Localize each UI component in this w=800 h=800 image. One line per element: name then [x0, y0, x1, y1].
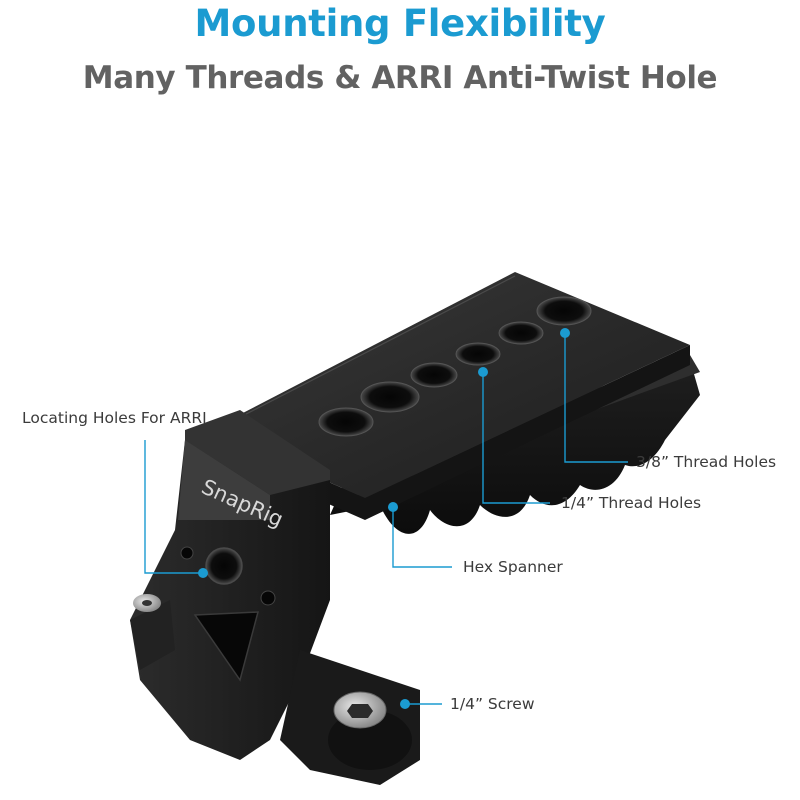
callout-dot-14 — [478, 367, 488, 377]
callout-line-14 — [482, 372, 550, 504]
side-screw-icon — [133, 594, 161, 612]
screw-icon — [333, 691, 387, 729]
callout-line-locating — [144, 440, 200, 574]
thread-holes — [318, 296, 592, 437]
callout-dot-locating — [198, 568, 208, 578]
callout-line-38 — [564, 333, 628, 463]
arri-locating-hole-right — [260, 590, 276, 606]
callout-hex-spanner: Hex Spanner — [463, 558, 563, 576]
arri-locating-hole-left — [180, 546, 194, 560]
triangle-cutout — [193, 611, 259, 682]
page-subtitle: Many Threads & ARRI Anti-Twist Hole — [82, 60, 718, 96]
callout-dots — [198, 328, 570, 709]
foot-left — [130, 600, 175, 670]
callout-locating-holes: Locating Holes For ARRI — [22, 409, 207, 427]
callout-thread-38: 3/8” Thread Holes — [636, 453, 777, 471]
callout-screw: 1/4” Screw — [450, 695, 535, 713]
callout-dot-screw — [400, 699, 410, 709]
callout-lines — [144, 333, 628, 705]
center-thread-hole — [205, 547, 243, 585]
callout-thread-14: 1/4” Thread Holes — [561, 494, 702, 512]
top-plate — [210, 272, 690, 498]
page-title: Mounting Flexibility — [194, 2, 606, 45]
callout-dot-hex — [388, 502, 398, 512]
callout-line-hex — [392, 507, 452, 568]
callout-dot-38 — [560, 328, 570, 338]
